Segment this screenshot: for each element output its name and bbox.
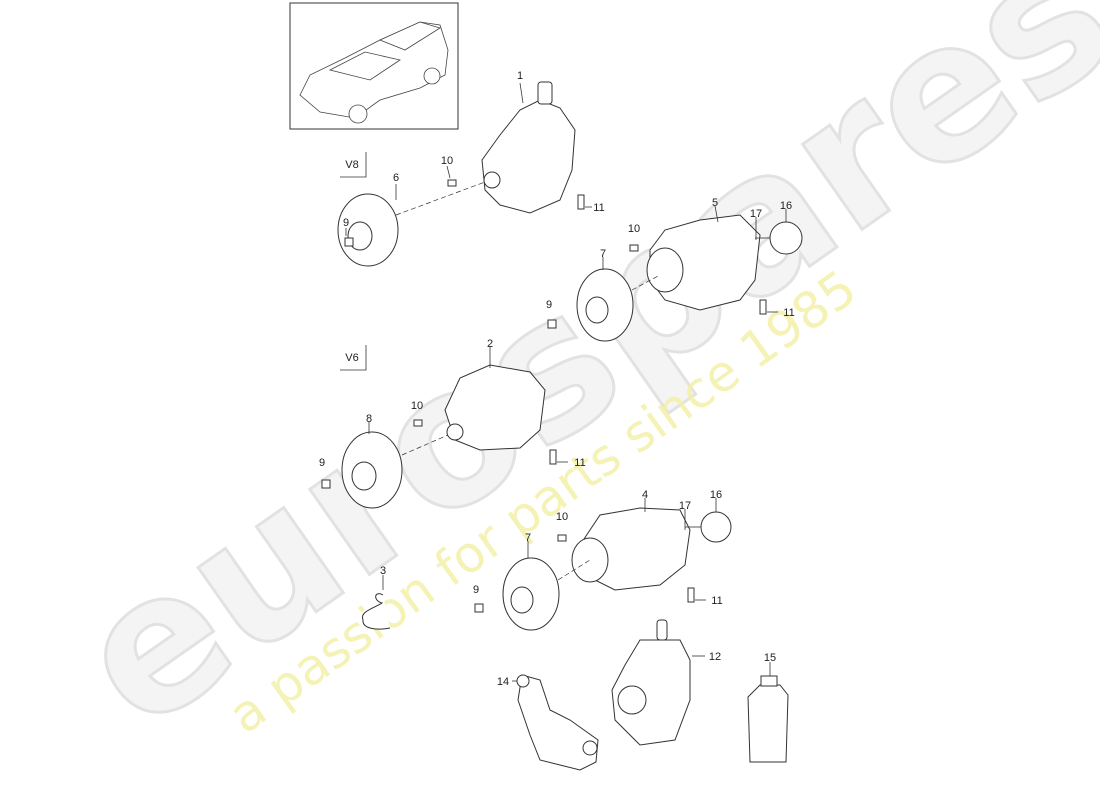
bracket-14: [517, 674, 599, 771]
callout-10: 10: [411, 400, 423, 412]
variant-v6-label: V6: [345, 352, 358, 364]
power-steering-pump-1: [481, 99, 576, 214]
callout-9: 9: [343, 217, 349, 229]
watermark-brand: eurospares: [39, 0, 1100, 772]
v8-alt-pump-assembly: 5 17 16 10 7 9 11: [546, 197, 803, 342]
callout-9: 9: [473, 584, 479, 596]
variant-v8-label: V8: [345, 159, 358, 171]
callout-16: 16: [710, 489, 722, 501]
callout-17: 17: [679, 500, 691, 512]
callout-16: 16: [780, 200, 792, 212]
v6-alt-pump-assembly: 4 17 16 10 7 9 11: [473, 489, 732, 631]
reservoir-cap-16: [769, 221, 803, 255]
variant-tag-v8: V8: [340, 152, 367, 178]
callout-11: 11: [783, 307, 794, 319]
bolt-10: [447, 179, 457, 187]
callout-7: 7: [525, 532, 531, 544]
callout-5: 5: [712, 197, 718, 209]
reservoir-cap-16: [700, 511, 732, 543]
callout-12: 12: [709, 651, 721, 663]
callout-11: 11: [711, 595, 722, 607]
callout-17: 17: [750, 208, 762, 220]
hose-3: [361, 593, 391, 630]
callout-9: 9: [319, 457, 325, 469]
callout-11: 11: [574, 457, 585, 469]
callout-2: 2: [487, 338, 493, 350]
callout-6: 6: [393, 172, 399, 184]
v6-pump-assembly: 2 10 8 9 11: [319, 338, 586, 509]
callout-7: 7: [600, 248, 606, 260]
variant-tag-v6: V6: [340, 345, 367, 371]
power-steering-pump-2: [444, 364, 546, 451]
callout-10: 10: [441, 155, 453, 167]
callout-3: 3: [380, 565, 386, 577]
misc-parts: 3 12 14 15: [361, 565, 789, 771]
callout-10: 10: [628, 223, 640, 235]
callout-15: 15: [764, 652, 776, 664]
fluid-bottle-15: [747, 684, 789, 763]
callout-11: 11: [593, 202, 604, 214]
bolt-9: [344, 237, 354, 247]
watermark: eurospares a passion for parts since 198…: [38, 0, 1100, 773]
callout-9: 9: [546, 299, 552, 311]
v8-pump-assembly: 1 10 6 9 11: [337, 70, 605, 267]
callout-1: 1: [517, 70, 523, 82]
car-illustration: [299, 21, 449, 124]
callout-8: 8: [366, 413, 372, 425]
vehicle-inset: [289, 2, 459, 130]
callout-4: 4: [642, 489, 648, 501]
power-steering-pump-4: [579, 507, 691, 591]
callout-10: 10: [556, 511, 568, 523]
bolt-11: [577, 194, 585, 210]
callout-14: 14: [497, 676, 509, 688]
